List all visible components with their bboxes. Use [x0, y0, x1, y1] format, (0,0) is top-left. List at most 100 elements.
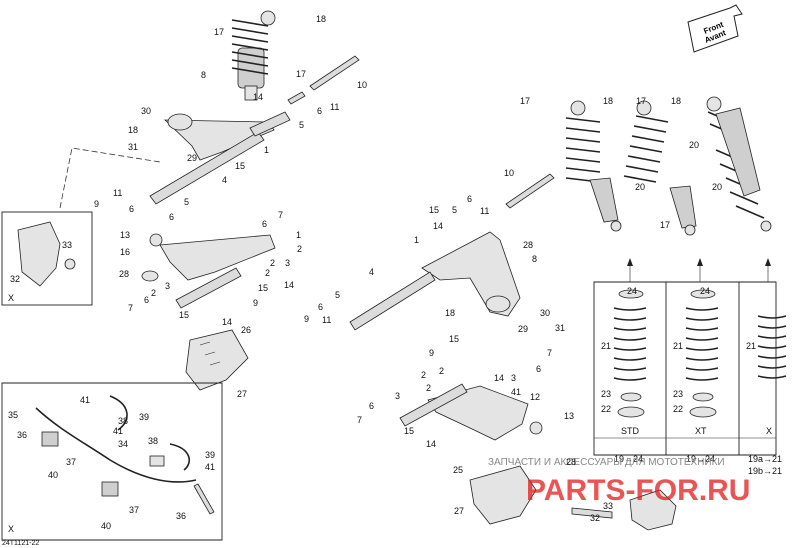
callout-15: 15 [258, 283, 268, 293]
callout-14: 14 [222, 317, 232, 327]
callout-11: 11 [330, 102, 339, 112]
callout-6: 6 [169, 212, 174, 222]
callout-17: 17 [636, 96, 646, 106]
callout-13: 13 [564, 411, 574, 421]
callout-6: 6 [369, 401, 374, 411]
callout-27: 27 [237, 389, 247, 399]
std-kit-range: 19→24 [614, 454, 643, 464]
callout-39: 39 [139, 412, 149, 422]
callout-33: 33 [603, 501, 613, 511]
callout-2: 2 [297, 244, 302, 254]
callout-5: 5 [184, 197, 189, 207]
callout-3: 3 [511, 373, 516, 383]
callout-22: 22 [673, 404, 683, 414]
drawing-id: 24T1121-22 [2, 540, 39, 547]
std-shock [565, 100, 622, 232]
callout-21: 21 [746, 341, 756, 351]
callout-15: 15 [235, 161, 245, 171]
callout-26: 26 [241, 325, 251, 335]
left-knuckle-box-label: X [8, 293, 14, 303]
callout-14: 14 [494, 373, 504, 383]
callout-40: 40 [48, 470, 58, 480]
spring-variants-panel: STD XT X 19→24 19→24 19a→21 19b→21 [593, 258, 787, 476]
callout-30: 30 [540, 308, 550, 318]
callout-14: 14 [433, 221, 443, 231]
callout-36: 36 [176, 511, 186, 521]
callout-3: 3 [395, 391, 400, 401]
callout-1: 1 [414, 235, 419, 245]
xt-shock [623, 100, 697, 236]
callout-6: 6 [318, 302, 323, 312]
callout-18: 18 [671, 96, 681, 106]
callout-6: 6 [262, 219, 267, 229]
xt-kit-range: 19→24 [686, 454, 715, 464]
xt-label: XT [695, 426, 707, 436]
callout-11: 11 [322, 315, 331, 325]
watermark-subtext: ЗАПЧАСТИ И АКСЕССУАРЫ ДЛЯ МОТОТЕХНИКИ [488, 457, 725, 468]
callout-18: 18 [445, 308, 455, 318]
right-upper-a-arm [349, 231, 521, 331]
left-rod-10 [309, 55, 360, 91]
right-rod-10 [505, 173, 555, 209]
callout-36: 36 [17, 430, 27, 440]
std-spring [613, 307, 647, 381]
callout-17: 17 [660, 220, 670, 230]
callout-17: 17 [520, 96, 530, 106]
callout-15: 15 [179, 310, 189, 320]
callout-8: 8 [201, 70, 206, 80]
callout-27: 27 [454, 506, 464, 516]
callout-24: 24 [700, 286, 710, 296]
callout-38: 38 [148, 436, 158, 446]
x-kit-range-b: 19b→21 [748, 466, 782, 476]
callout-5: 5 [452, 205, 457, 215]
callout-9: 9 [94, 199, 99, 209]
callout-15: 15 [429, 205, 439, 215]
callout-11: 11 [480, 206, 489, 216]
callout-28: 28 [523, 240, 533, 250]
callout-18: 18 [128, 125, 138, 135]
callout-20: 20 [712, 182, 722, 192]
front-direction-arrow: Front Avant [687, 4, 743, 53]
callout-14: 14 [284, 280, 294, 290]
callout-41: 41 [511, 387, 521, 397]
right-lower-a-arm [399, 383, 543, 441]
callout-21: 21 [601, 341, 611, 351]
callout-9: 9 [253, 298, 258, 308]
callout-33: 33 [62, 240, 72, 250]
callout-2: 2 [265, 268, 270, 278]
callout-41: 41 [113, 426, 123, 436]
callout-14: 14 [426, 439, 436, 449]
callout-29: 29 [187, 153, 197, 163]
callout-2: 2 [426, 383, 431, 393]
callout-37: 37 [129, 505, 139, 515]
callout-21: 21 [673, 341, 683, 351]
callout-23: 23 [673, 389, 683, 399]
callout-13: 13 [120, 230, 130, 240]
callout-40: 40 [101, 521, 111, 531]
callout-8: 8 [532, 254, 537, 264]
right-knuckle [629, 489, 677, 531]
xt-spring [685, 307, 719, 381]
callout-6: 6 [144, 295, 149, 305]
callout-28: 28 [566, 457, 576, 467]
x-spring [757, 315, 787, 379]
callout-6: 6 [129, 204, 134, 214]
callout-34: 34 [118, 439, 128, 449]
callout-17: 17 [296, 69, 306, 79]
callout-6: 6 [467, 194, 472, 204]
callout-10: 10 [504, 168, 514, 178]
callout-25: 25 [453, 465, 463, 475]
callout-20: 20 [635, 182, 645, 192]
callout-4: 4 [222, 175, 227, 185]
callout-16: 16 [120, 247, 130, 257]
callout-5: 5 [335, 290, 340, 300]
callout-38: 38 [118, 416, 128, 426]
left-knuckle [17, 221, 61, 287]
callout-9: 9 [429, 348, 434, 358]
callout-15: 15 [449, 334, 459, 344]
callout-14: 14 [253, 92, 263, 102]
std-label: STD [621, 426, 640, 436]
callout-6: 6 [536, 364, 541, 374]
